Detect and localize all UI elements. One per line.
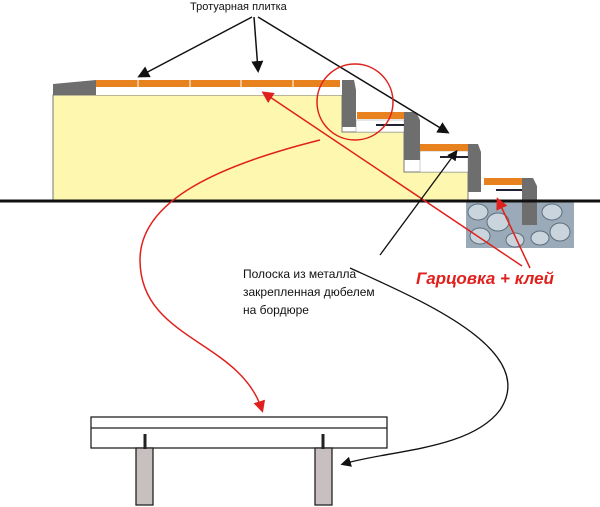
metal-strip-line-3: на бордюре (243, 303, 309, 317)
metal-strip-line-2: закрепленная дюбелем (243, 285, 375, 299)
paving-tiles (96, 80, 522, 185)
glue-arrows (139, 91, 531, 413)
metal-strip-line-1: Полоска из металла (243, 267, 357, 281)
stone-drainage (466, 200, 574, 248)
glue-label: Гарцовка + клей (416, 269, 554, 288)
bench-detail (90, 416, 388, 506)
metal-strip-label: Полоска из металла закрепленная дюбелем … (243, 265, 375, 319)
strip-arrows (340, 149, 509, 467)
detail-circle (316, 63, 394, 141)
paving-tiles-label: Тротуарная плитка (190, 1, 287, 13)
tile-arrows (137, 16, 450, 134)
